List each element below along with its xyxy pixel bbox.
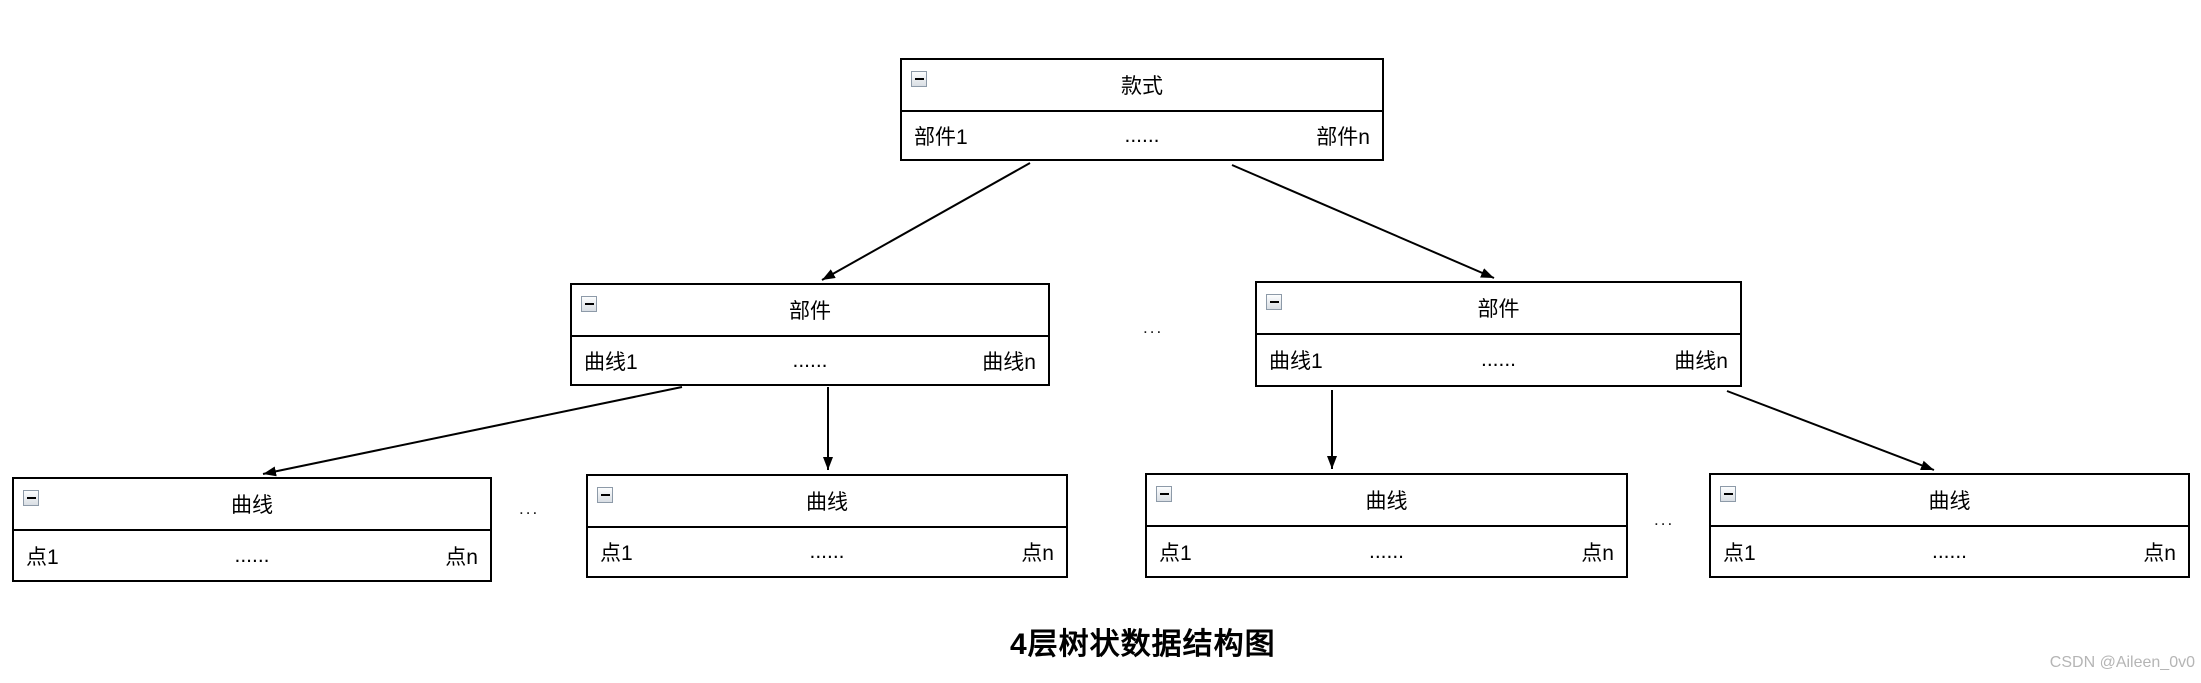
node-item-first: 点1 bbox=[1159, 541, 1192, 565]
tree-node-curve-4: 曲线 点1 ...... 点n bbox=[1709, 473, 2190, 578]
node-title: 曲线 bbox=[806, 491, 848, 514]
node-title: 部件 bbox=[1477, 298, 1520, 321]
node-title: 曲线 bbox=[1365, 490, 1408, 513]
node-header: 曲线 bbox=[588, 476, 1066, 528]
node-body: 点1 ...... 点n bbox=[14, 531, 490, 580]
node-ellipsis: ...... bbox=[1124, 123, 1160, 147]
collapse-minus-button[interactable] bbox=[911, 71, 927, 87]
node-body: 点1 ...... 点n bbox=[1147, 527, 1626, 576]
minus-icon bbox=[1159, 493, 1169, 495]
node-item-last: 曲线n bbox=[982, 350, 1036, 374]
node-ellipsis: ...... bbox=[1368, 539, 1404, 563]
tree-node-curve-3: 曲线 点1 ...... 点n bbox=[1145, 473, 1628, 578]
node-ellipsis: ...... bbox=[1931, 539, 1967, 563]
minus-icon bbox=[914, 78, 924, 80]
tree-node-curve-2: 曲线 点1 ...... 点n bbox=[586, 474, 1068, 578]
node-body: 曲线1 ...... 曲线n bbox=[572, 337, 1048, 384]
arrow-style-to-part1 bbox=[821, 162, 1031, 281]
node-title: 曲线 bbox=[231, 494, 273, 517]
node-item-last: 部件n bbox=[1316, 125, 1370, 149]
arrow-part2-to-curve4 bbox=[1726, 390, 1935, 471]
tree-node-style-root: 款式 部件1 ...... 部件n bbox=[900, 58, 1384, 161]
minus-icon bbox=[584, 303, 594, 305]
node-item-first: 点1 bbox=[600, 542, 633, 565]
node-title: 部件 bbox=[789, 300, 831, 323]
arrow-part1-to-curve1 bbox=[262, 386, 683, 477]
node-body: 点1 ...... 点n bbox=[588, 528, 1066, 576]
node-item-last: 点n bbox=[1021, 542, 1054, 565]
collapse-minus-button[interactable] bbox=[581, 296, 597, 312]
node-item-first: 部件1 bbox=[914, 125, 968, 149]
node-ellipsis: ...... bbox=[792, 348, 828, 372]
node-ellipsis: ...... bbox=[1480, 348, 1516, 371]
node-header: 曲线 bbox=[14, 479, 490, 531]
siblings-ellipsis-curves-left: ... bbox=[519, 499, 540, 518]
node-header: 曲线 bbox=[1147, 475, 1626, 527]
siblings-ellipsis-curves-right: ... bbox=[1654, 510, 1675, 529]
node-item-first: 点1 bbox=[1723, 541, 1756, 565]
node-header: 部件 bbox=[1257, 283, 1740, 335]
watermark-text: CSDN @Aileen_0v0 bbox=[2049, 654, 2195, 671]
node-title: 曲线 bbox=[1928, 490, 1971, 513]
node-header: 款式 bbox=[902, 60, 1382, 112]
node-item-first: 曲线1 bbox=[584, 350, 638, 374]
tree-node-curve-1: 曲线 点1 ...... 点n bbox=[12, 477, 492, 582]
node-item-last: 点n bbox=[2143, 541, 2176, 565]
node-header: 部件 bbox=[572, 285, 1048, 337]
node-item-first: 点1 bbox=[26, 545, 59, 569]
collapse-minus-button[interactable] bbox=[1720, 486, 1736, 502]
node-ellipsis: ...... bbox=[809, 540, 845, 563]
arrow-style-to-part2 bbox=[1231, 164, 1495, 279]
node-body: 曲线1 ...... 曲线n bbox=[1257, 335, 1740, 385]
node-item-last: 点n bbox=[445, 545, 478, 569]
minus-icon bbox=[1269, 301, 1279, 303]
collapse-minus-button[interactable] bbox=[23, 490, 39, 506]
node-title: 款式 bbox=[1121, 75, 1163, 98]
node-ellipsis: ...... bbox=[234, 543, 270, 567]
minus-icon bbox=[26, 497, 36, 499]
collapse-minus-button[interactable] bbox=[1266, 294, 1282, 310]
node-item-last: 点n bbox=[1581, 541, 1614, 565]
siblings-ellipsis-parts: ... bbox=[1143, 318, 1164, 337]
node-item-first: 曲线1 bbox=[1269, 350, 1323, 373]
minus-icon bbox=[600, 494, 610, 496]
diagram-caption: 4层树状数据结构图 bbox=[1010, 628, 1276, 661]
node-body: 部件1 ...... 部件n bbox=[902, 112, 1382, 159]
collapse-minus-button[interactable] bbox=[1156, 486, 1172, 502]
node-item-last: 曲线n bbox=[1674, 350, 1728, 373]
minus-icon bbox=[1723, 493, 1733, 495]
tree-node-part-1: 部件 曲线1 ...... 曲线n bbox=[570, 283, 1050, 386]
collapse-minus-button[interactable] bbox=[597, 487, 613, 503]
tree-node-part-2: 部件 曲线1 ...... 曲线n bbox=[1255, 281, 1742, 387]
node-header: 曲线 bbox=[1711, 475, 2188, 527]
node-body: 点1 ...... 点n bbox=[1711, 527, 2188, 576]
